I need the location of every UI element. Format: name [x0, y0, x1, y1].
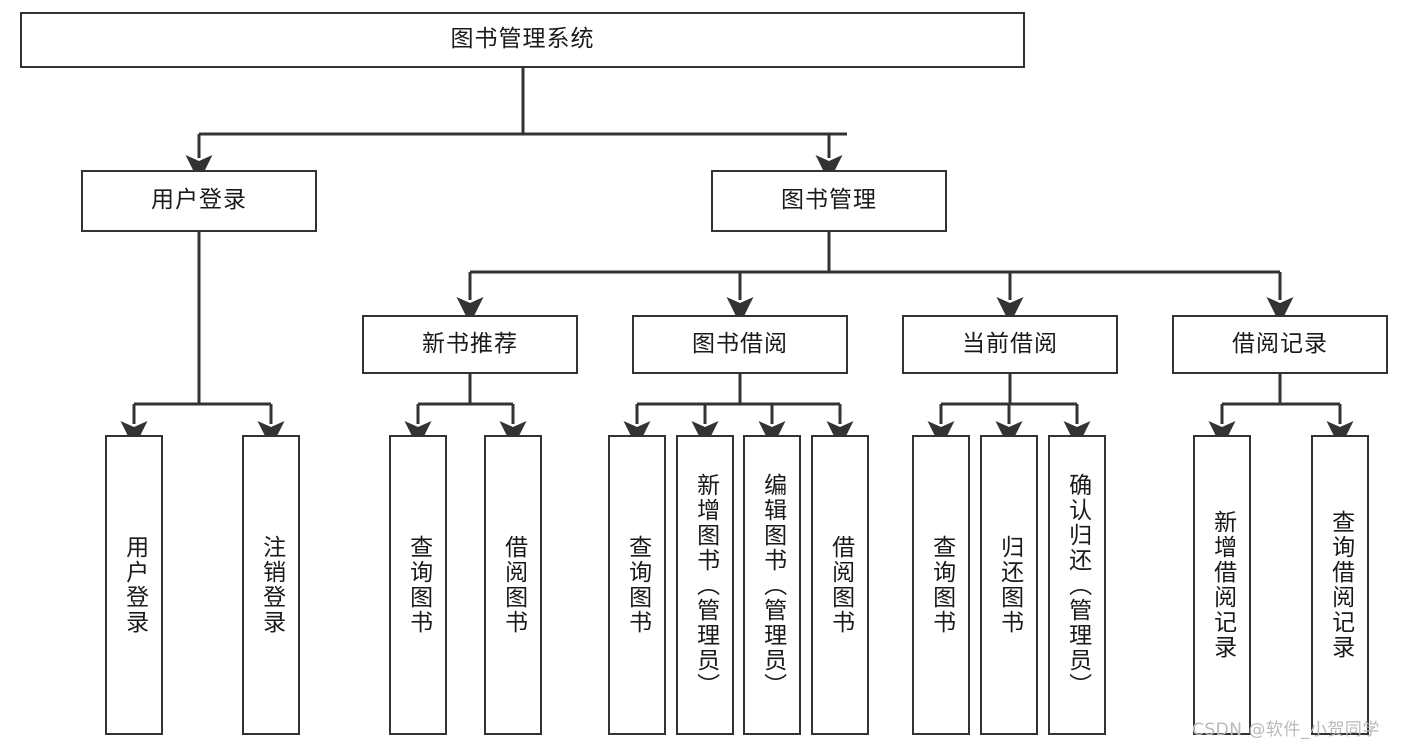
node-current-borrow[interactable]: 当前借阅 [902, 315, 1118, 374]
node-new-book-recommend[interactable]: 新书推荐 [362, 315, 578, 374]
node-label: 图书管理 [781, 187, 877, 214]
node-label: 确认归还（管理员） [1064, 472, 1091, 698]
node-user-login[interactable]: 用户登录 [81, 170, 317, 232]
leaf-borrow-book-recommend[interactable]: 借阅图书 [484, 435, 542, 735]
node-label: 查询图书 [928, 535, 955, 635]
node-label: 注销登录 [258, 535, 285, 635]
leaf-user-login[interactable]: 用户登录 [105, 435, 163, 735]
leaf-query-book-recommend[interactable]: 查询图书 [389, 435, 447, 735]
node-label: 查询图书 [405, 535, 432, 635]
node-label: 图书借阅 [692, 330, 788, 357]
node-label: 查询借阅记录 [1327, 510, 1354, 660]
node-book-management[interactable]: 图书管理 [711, 170, 947, 232]
node-borrow-record[interactable]: 借阅记录 [1172, 315, 1388, 374]
leaf-return-book[interactable]: 归还图书 [980, 435, 1038, 735]
leaf-confirm-return-admin[interactable]: 确认归还（管理员） [1048, 435, 1106, 735]
node-label: 归还图书 [996, 535, 1023, 635]
leaf-add-borrow-record[interactable]: 新增借阅记录 [1193, 435, 1251, 735]
leaf-query-book-borrow[interactable]: 查询图书 [608, 435, 666, 735]
node-label: 用户登录 [151, 187, 247, 214]
leaf-add-book-admin[interactable]: 新增图书（管理员） [676, 435, 734, 735]
node-label: 图书管理系统 [450, 26, 595, 53]
node-label: 编辑图书（管理员） [759, 472, 786, 698]
node-label: 新书推荐 [422, 330, 518, 357]
node-label: 借阅图书 [827, 535, 854, 635]
node-label: 借阅记录 [1232, 330, 1328, 357]
node-label: 新增图书（管理员） [692, 472, 719, 698]
node-label: 用户登录 [121, 535, 148, 635]
node-root-book-management-system[interactable]: 图书管理系统 [20, 12, 1025, 68]
node-label: 借阅图书 [500, 535, 527, 635]
node-label: 当前借阅 [962, 330, 1058, 357]
leaf-query-borrow-record[interactable]: 查询借阅记录 [1311, 435, 1369, 735]
leaf-edit-book-admin[interactable]: 编辑图书（管理员） [743, 435, 801, 735]
node-book-borrow[interactable]: 图书借阅 [632, 315, 848, 374]
leaf-logout-login[interactable]: 注销登录 [242, 435, 300, 735]
csdn-watermark: CSDN @软件_小贺同学 [1192, 720, 1380, 740]
node-label: 新增借阅记录 [1209, 510, 1236, 660]
leaf-borrow-book[interactable]: 借阅图书 [811, 435, 869, 735]
leaf-query-book-current[interactable]: 查询图书 [912, 435, 970, 735]
node-label: 查询图书 [624, 535, 651, 635]
